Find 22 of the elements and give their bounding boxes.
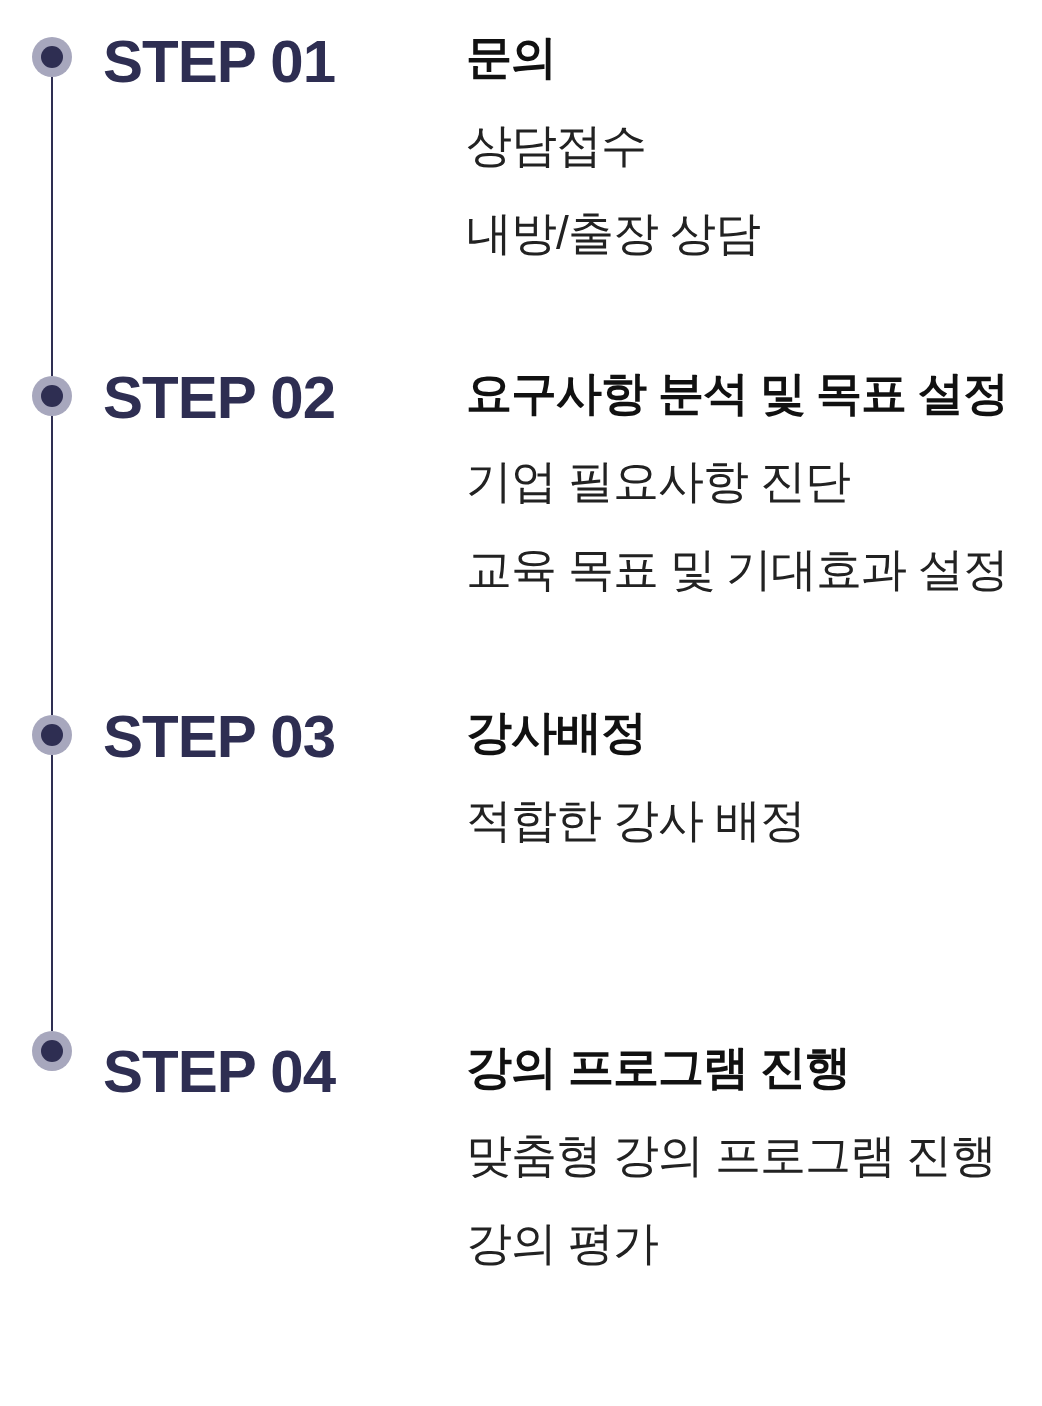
step-description: 기업 필요사항 진단	[466, 454, 850, 509]
step-title: 문의	[466, 30, 556, 85]
step-title: 강의 프로그램 진행	[466, 1040, 850, 1095]
step-title: 강사배정	[466, 705, 646, 760]
step-label: STEP 03	[103, 704, 336, 770]
timeline-dot	[32, 376, 72, 416]
step-description: 맞춤형 강의 프로그램 진행	[466, 1128, 997, 1183]
step-label: STEP 01	[103, 29, 336, 95]
step-label: STEP 04	[103, 1039, 336, 1105]
step-description: 강의 평가	[466, 1216, 658, 1271]
timeline-dot	[32, 1031, 72, 1071]
step-title: 요구사항 분석 및 목표 설정	[466, 366, 1009, 421]
timeline-line	[51, 76, 53, 377]
timeline-line	[51, 754, 53, 1032]
step-description: 적합한 강사 배정	[466, 793, 805, 848]
timeline-line	[51, 415, 53, 716]
timeline-dot	[32, 37, 72, 77]
step-label: STEP 02	[103, 365, 336, 431]
step-description: 내방/출장 상담	[466, 206, 760, 261]
timeline-dot	[32, 715, 72, 755]
step-description: 교육 목표 및 기대효과 설정	[466, 542, 1009, 597]
step-description: 상담접수	[466, 118, 646, 173]
